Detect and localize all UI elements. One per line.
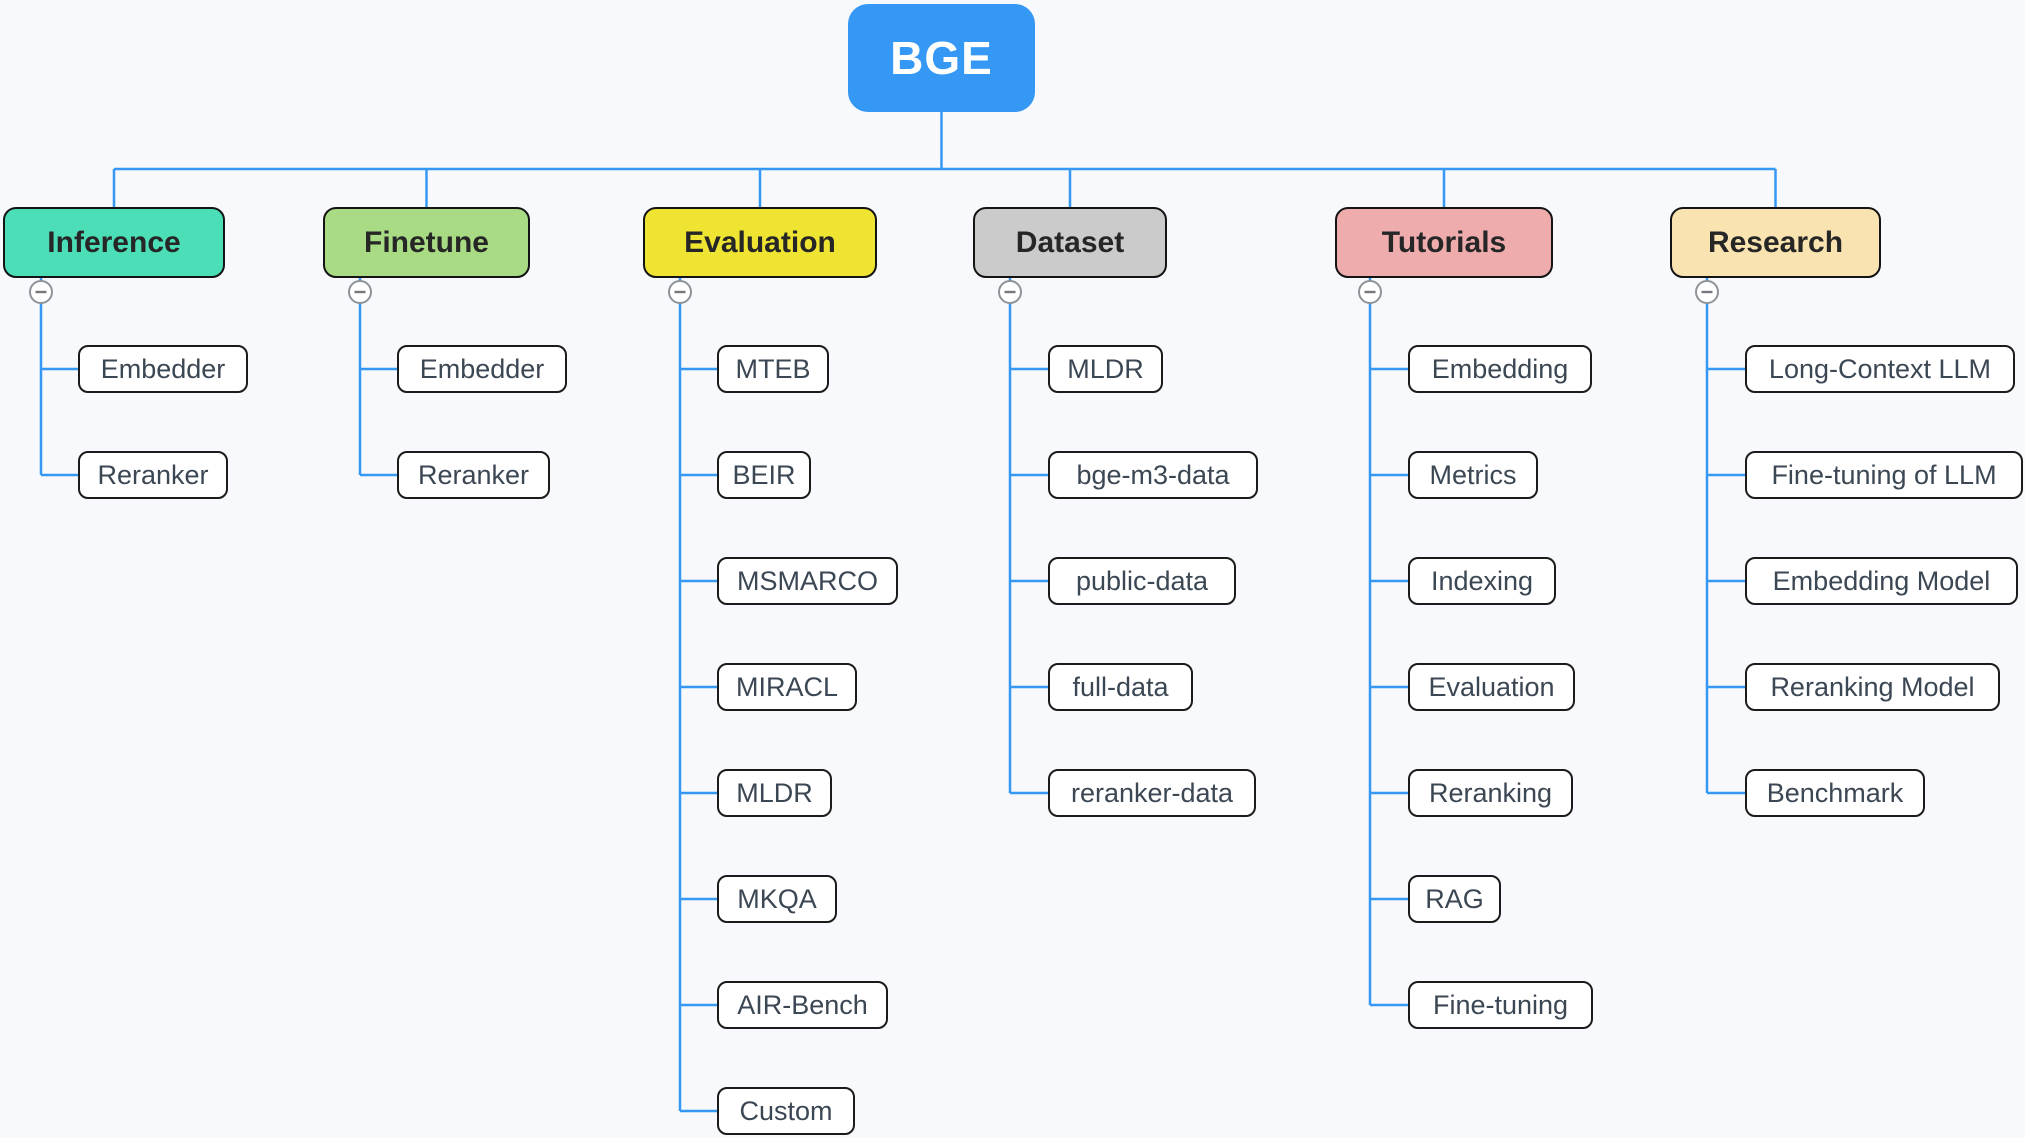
node-tutorials-evaluation[interactable]: Evaluation xyxy=(1408,663,1575,711)
node-evaluation-mteb[interactable]: MTEB xyxy=(717,345,829,393)
branch-node-dataset[interactable]: Dataset xyxy=(973,207,1167,278)
branch-node-tutorials[interactable]: Tutorials xyxy=(1335,207,1553,278)
node-evaluation-miracl[interactable]: MIRACL xyxy=(717,663,857,711)
node-research-reranking-model[interactable]: Reranking Model xyxy=(1745,663,2000,711)
node-research-benchmark[interactable]: Benchmark xyxy=(1745,769,1925,817)
node-evaluation-air-bench[interactable]: AIR-Bench xyxy=(717,981,888,1029)
node-evaluation-custom[interactable]: Custom xyxy=(717,1087,855,1135)
collapse-icon-tutorials[interactable] xyxy=(1358,280,1382,304)
node-dataset-mldr[interactable]: MLDR xyxy=(1048,345,1163,393)
node-tutorials-fine-tuning[interactable]: Fine-tuning xyxy=(1408,981,1593,1029)
wire-finetune xyxy=(358,278,397,477)
node-tutorials-reranking[interactable]: Reranking xyxy=(1408,769,1573,817)
node-inference-embedder[interactable]: Embedder xyxy=(78,345,248,393)
node-tutorials-embedding[interactable]: Embedding xyxy=(1408,345,1592,393)
node-finetune-reranker[interactable]: Reranker xyxy=(397,451,550,499)
node-tutorials-metrics[interactable]: Metrics xyxy=(1408,451,1538,499)
branch-node-evaluation[interactable]: Evaluation xyxy=(643,207,877,278)
node-tutorials-rag[interactable]: RAG xyxy=(1408,875,1501,923)
wire-evaluation xyxy=(678,278,717,1113)
collapse-icon-dataset[interactable] xyxy=(998,280,1022,304)
branch-node-finetune[interactable]: Finetune xyxy=(323,207,530,278)
wire-inference xyxy=(39,278,78,477)
root-node-bge[interactable]: BGE xyxy=(848,4,1035,112)
node-evaluation-mldr[interactable]: MLDR xyxy=(717,769,832,817)
node-evaluation-mkqa[interactable]: MKQA xyxy=(717,875,837,923)
collapse-icon-finetune[interactable] xyxy=(348,280,372,304)
wire-dataset xyxy=(1008,278,1048,795)
node-research-long-context-llm[interactable]: Long-Context LLM xyxy=(1745,345,2015,393)
node-dataset-public-data[interactable]: public-data xyxy=(1048,557,1236,605)
node-research-fine-tuning-of-llm[interactable]: Fine-tuning of LLM xyxy=(1745,451,2023,499)
node-finetune-embedder[interactable]: Embedder xyxy=(397,345,567,393)
node-dataset-bge-m3-data[interactable]: bge-m3-data xyxy=(1048,451,1258,499)
node-inference-reranker[interactable]: Reranker xyxy=(78,451,228,499)
node-dataset-full-data[interactable]: full-data xyxy=(1048,663,1193,711)
node-research-embedding-model[interactable]: Embedding Model xyxy=(1745,557,2018,605)
wire-tutorials xyxy=(1368,278,1408,1007)
branch-node-research[interactable]: Research xyxy=(1670,207,1881,278)
node-evaluation-beir[interactable]: BEIR xyxy=(717,451,811,499)
node-tutorials-indexing[interactable]: Indexing xyxy=(1408,557,1556,605)
collapse-icon-evaluation[interactable] xyxy=(668,280,692,304)
wire-research xyxy=(1705,278,1745,795)
collapse-icon-inference[interactable] xyxy=(29,280,53,304)
collapse-icon-research[interactable] xyxy=(1695,280,1719,304)
wire-root xyxy=(112,112,1777,207)
branch-node-inference[interactable]: Inference xyxy=(3,207,225,278)
node-evaluation-msmarco[interactable]: MSMARCO xyxy=(717,557,898,605)
node-dataset-reranker-data[interactable]: reranker-data xyxy=(1048,769,1256,817)
